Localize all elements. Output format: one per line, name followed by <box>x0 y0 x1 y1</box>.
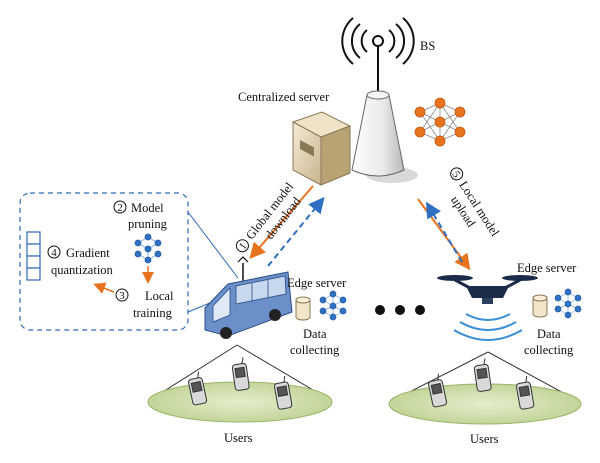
local-process-box <box>19 192 189 331</box>
collecting-label-left: collecting <box>290 343 340 357</box>
pruning-label: pruning <box>128 217 168 231</box>
model-label: Model <box>131 201 164 215</box>
bs-signal-icon <box>341 17 415 65</box>
centralized-server-label: Centralized server <box>238 90 330 104</box>
quantization-stack-icon <box>26 231 41 281</box>
ellipsis-dots <box>375 305 425 315</box>
database-icon-left <box>295 296 311 321</box>
upload-to-server-arrow <box>267 196 325 267</box>
database-icon-right <box>532 294 548 318</box>
gradient-label: Gradient <box>66 246 110 260</box>
bs-neural-network-icon <box>414 97 466 147</box>
bus-icon <box>204 256 293 339</box>
phone-icons-right <box>428 358 535 410</box>
edge-network-icon-right <box>554 288 582 319</box>
phone-icons-left <box>188 357 293 410</box>
edge-network-icon-left <box>319 290 347 321</box>
drone-icon <box>437 275 538 341</box>
download-arrow <box>249 185 314 260</box>
data-label-left: Data <box>303 327 327 341</box>
svg-text:5: 5 <box>449 169 462 181</box>
local-upload-arrow <box>425 201 463 263</box>
step-3-number: 3 <box>119 290 125 302</box>
data-label-right: Data <box>537 327 561 341</box>
bs-label: BS <box>420 39 435 53</box>
step-2-number: 2 <box>117 202 123 214</box>
quantization-label: quantization <box>51 263 114 277</box>
edge-server-label-left: Edge server <box>287 276 347 290</box>
server-icon <box>291 111 352 186</box>
training-label: training <box>133 306 173 320</box>
bs-tower-icon <box>351 90 418 183</box>
base-station: BS <box>341 17 435 183</box>
users-label-right: Users <box>470 432 499 446</box>
step-3-marker <box>115 288 129 302</box>
step-2-marker <box>113 200 127 214</box>
svg-text:1: 1 <box>237 241 250 253</box>
users-label-left: Users <box>224 431 253 445</box>
local-label: Local <box>145 289 174 303</box>
step-4-marker <box>47 245 61 259</box>
global-model-download-label: 1 Global model download <box>235 179 304 253</box>
training-to-quantization-arrow <box>93 282 115 294</box>
collecting-label-right: collecting <box>524 343 574 357</box>
step-4-number: 4 <box>51 247 57 259</box>
pruned-network-icon <box>134 233 162 264</box>
edge-server-label-right: Edge server <box>517 261 577 275</box>
